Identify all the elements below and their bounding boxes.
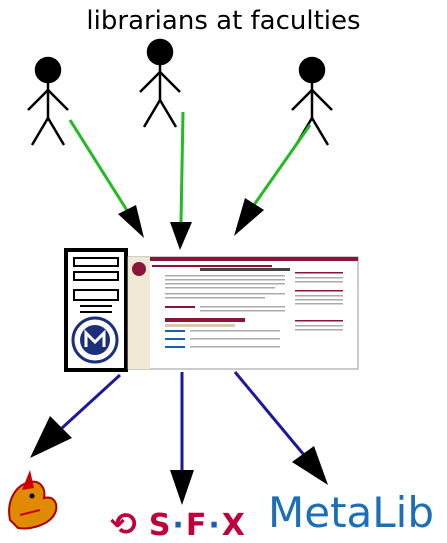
arrow-librarian-1: [68, 119, 144, 238]
sfx-letter-x: X: [221, 508, 247, 543]
portal-screenshot: [127, 256, 359, 370]
stick-figure-icon: [139, 38, 181, 128]
sfx-logo: ⟲S·F·X: [110, 505, 247, 543]
arrow-to-metalib: [233, 371, 328, 485]
diagram-title: librarians at faculties: [86, 6, 361, 36]
stick-figure-icon: [27, 56, 69, 146]
sfx-mark-icon: ⟲: [110, 505, 139, 543]
arrow-to-sfx: [170, 372, 194, 505]
griffin-logo-icon: [8, 470, 58, 530]
stick-figure-icon: [291, 56, 333, 146]
university-seal-icon: [71, 316, 119, 364]
arrow-librarian-3: [234, 124, 312, 236]
sfx-letter-f: F: [185, 508, 209, 543]
metalib-logo: MetaLib: [268, 488, 435, 537]
arrow-to-griffin: [30, 373, 122, 458]
sfx-letter-s: S: [148, 508, 173, 543]
arrow-librarian-2: [170, 111, 192, 250]
